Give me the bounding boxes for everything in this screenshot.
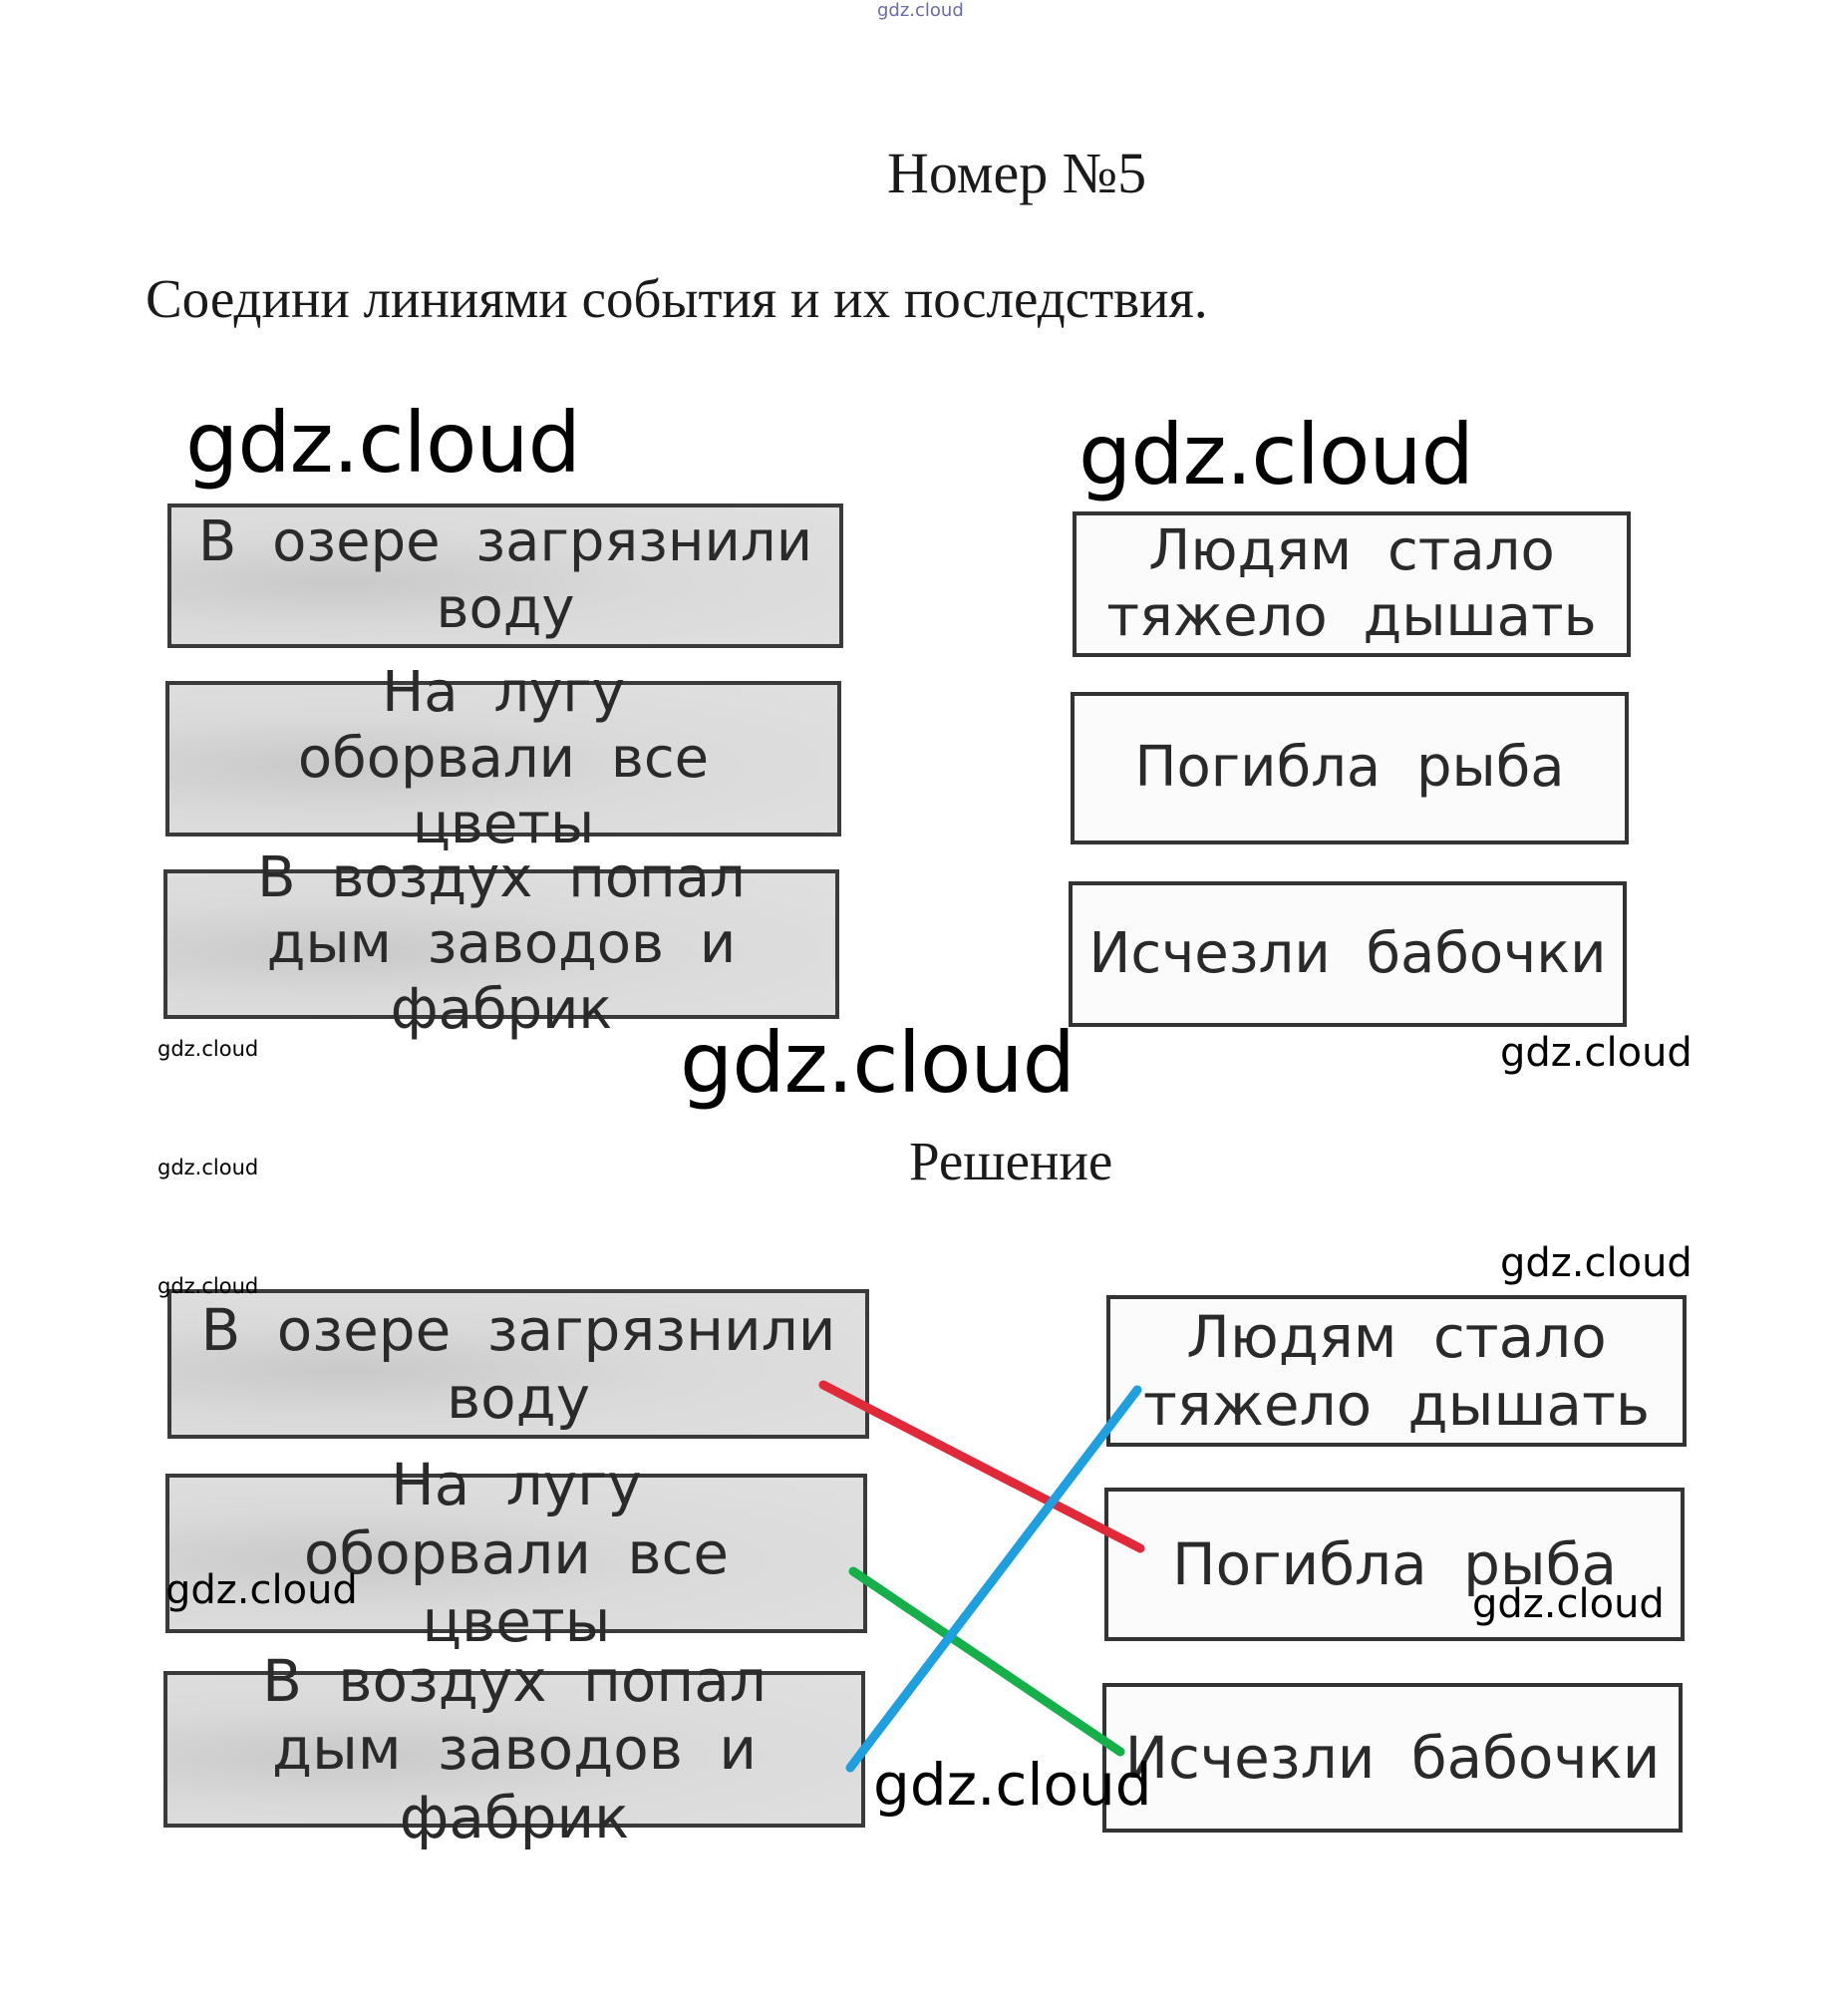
watermark: gdz.cloud xyxy=(185,394,581,492)
top-watermark: gdz.cloud xyxy=(877,0,964,21)
task-event-box: В воздух попал дым заводов и фабрик xyxy=(163,845,839,1042)
watermark: gdz.cloud xyxy=(1500,1030,1693,1076)
event-text: На лугу оборвали все цветы xyxy=(297,659,710,857)
watermark: gdz.cloud xyxy=(1472,1581,1665,1627)
consequence-text: Погибла рыба xyxy=(1134,735,1565,801)
watermark: gdz.cloud xyxy=(157,1037,259,1061)
watermark: gdz.cloud xyxy=(1500,1240,1693,1286)
watermark: gdz.cloud xyxy=(1078,406,1474,503)
watermark: gdz.cloud xyxy=(873,1751,1152,1819)
connection-line-green xyxy=(848,1566,1125,1757)
solution-consequence-box: Людям стало тяжело дышать xyxy=(1106,1295,1687,1447)
task-instruction: Соедини линиями события и их последствия… xyxy=(146,268,1208,329)
task-event-box: На лугу оборвали все цветы xyxy=(165,660,841,856)
consequence-text: Людям стало тяжело дышать xyxy=(1106,517,1597,649)
solution-heading: Решение xyxy=(909,1131,1113,1191)
watermark: gdz.cloud xyxy=(157,1156,259,1179)
solution-event-box: В воздух попал дым заводов и фабрик xyxy=(163,1647,865,1851)
solution-event-box: В озере загрязнили воду xyxy=(167,1289,869,1439)
consequence-text: Погибла рыба xyxy=(1171,1529,1617,1598)
task-consequence-box: Исчезли бабочки xyxy=(1069,881,1627,1027)
solution-event-box: На лугу оборвали все цветы xyxy=(165,1451,867,1655)
connection-line-blue xyxy=(845,1385,1142,1773)
watermark: gdz.cloud xyxy=(165,1567,358,1613)
task-event-box: В озере загрязнили воду xyxy=(167,503,843,648)
page-title: Номер №5 xyxy=(887,141,1147,205)
consequence-text: Исчезли бабочки xyxy=(1124,1723,1661,1792)
task-consequence-box: Погибла рыба xyxy=(1071,692,1629,844)
watermark: gdz.cloud xyxy=(157,1274,259,1298)
event-text: В озере загрязнили воду xyxy=(197,509,813,641)
event-text: На лугу оборвали все цветы xyxy=(303,1451,730,1656)
event-text: В озере загрязнили воду xyxy=(200,1295,836,1432)
task-consequence-box: Людям стало тяжело дышать xyxy=(1073,511,1631,657)
watermark: gdz.cloud xyxy=(680,1014,1076,1112)
event-text: В воздух попал дым заводов и фабрик xyxy=(262,1646,767,1851)
connection-line-red xyxy=(818,1380,1145,1553)
solution-consequence-box: Погибла рыба xyxy=(1104,1488,1685,1641)
consequence-text: Людям стало тяжело дышать xyxy=(1142,1302,1651,1439)
solution-consequence-box: Исчезли бабочки xyxy=(1102,1683,1683,1833)
consequence-text: Исчезли бабочки xyxy=(1088,920,1607,986)
event-text: В воздух попал дым заводов и фабрик xyxy=(257,844,746,1043)
